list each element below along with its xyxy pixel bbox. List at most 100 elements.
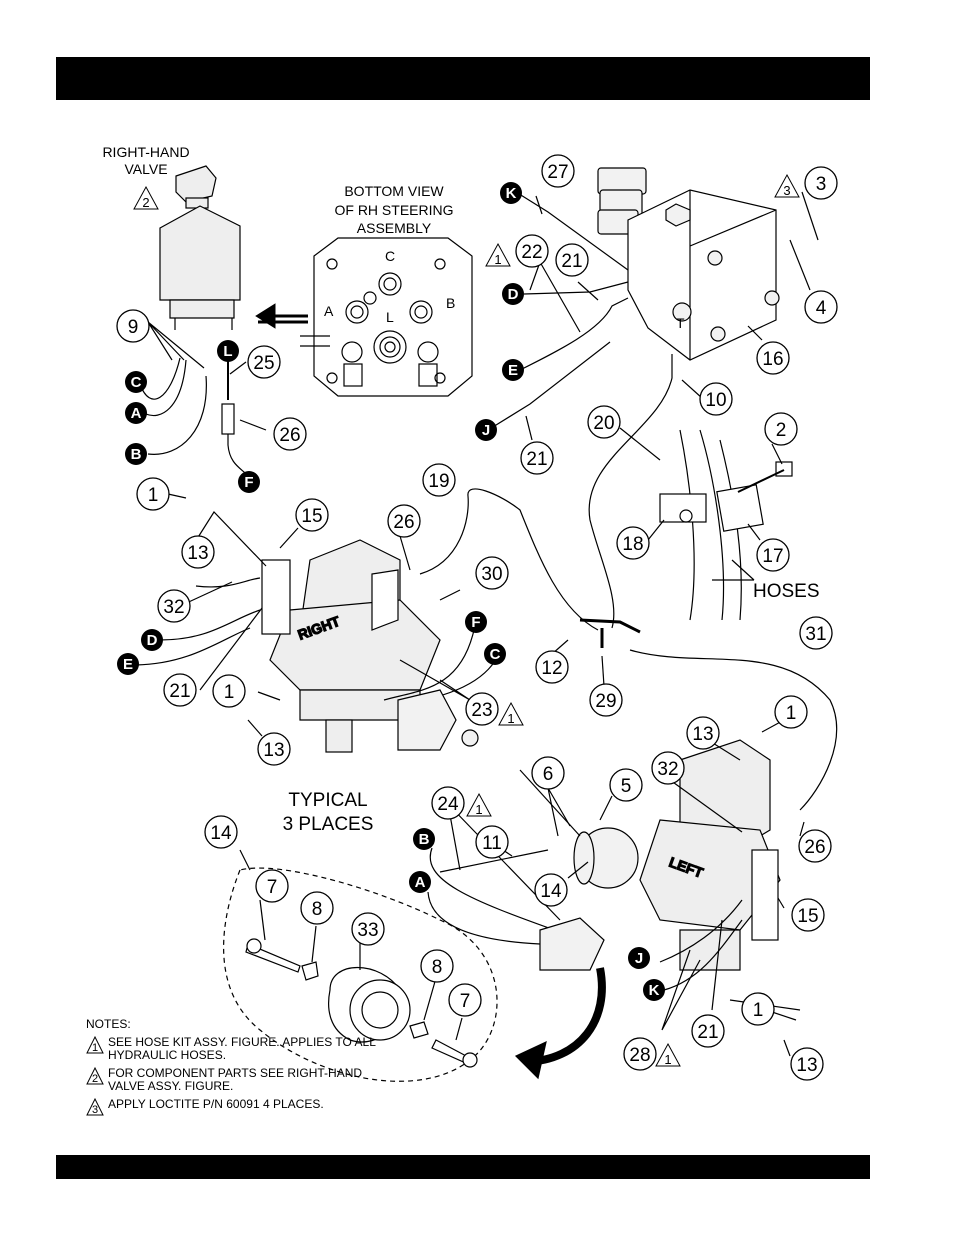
callout-25: 25 — [247, 345, 281, 379]
callout-32: 32 — [157, 589, 191, 623]
svg-text:RIGHT-HAND: RIGHT-HAND — [102, 144, 189, 160]
svg-text:1: 1 — [753, 1000, 764, 1021]
hose-marker-E: E — [502, 359, 524, 381]
motor-23-drawing — [397, 689, 479, 751]
svg-text:3: 3 — [92, 1104, 98, 1116]
svg-text:2: 2 — [142, 195, 149, 210]
svg-text:B: B — [419, 831, 430, 848]
svg-text:33: 33 — [357, 920, 378, 941]
svg-text:21: 21 — [561, 251, 582, 272]
svg-text:1: 1 — [224, 682, 235, 703]
svg-text:28: 28 — [629, 1045, 650, 1066]
callout-1: 1 — [741, 992, 775, 1026]
callout-8: 8 — [420, 949, 454, 983]
port-label-c: C — [385, 248, 395, 264]
svg-text:12: 12 — [541, 658, 562, 679]
svg-text:ASSEMBLY: ASSEMBLY — [357, 220, 432, 236]
svg-text:2: 2 — [92, 1073, 98, 1085]
svg-text:11: 11 — [482, 833, 502, 854]
svg-text:1: 1 — [475, 802, 482, 817]
note-text: APPLY LOCTITE P/N 60091 4 PLACES. — [108, 1097, 324, 1111]
svg-text:26: 26 — [393, 512, 414, 533]
callout-13: 13 — [181, 535, 215, 569]
svg-text:3: 3 — [783, 183, 790, 198]
svg-text:18: 18 — [622, 534, 643, 555]
callout-6: 6 — [531, 756, 565, 790]
svg-text:14: 14 — [540, 881, 562, 902]
svg-text:31: 31 — [805, 624, 826, 645]
callout-23: 23 — [465, 692, 499, 726]
svg-text:1: 1 — [148, 485, 159, 506]
bottom-view-port-labels: C A B L T — [324, 248, 685, 331]
svg-text:21: 21 — [697, 1022, 718, 1043]
hose-marker-K: K — [643, 979, 665, 1001]
port-label-t: T — [676, 315, 685, 331]
callout-9: 9 — [116, 309, 150, 343]
callout-21: 21 — [520, 441, 554, 475]
svg-text:3 PLACES: 3 PLACES — [283, 814, 374, 835]
svg-text:25: 25 — [253, 353, 274, 374]
svg-text:10: 10 — [705, 390, 726, 411]
hose-marker-J: J — [628, 947, 650, 969]
svg-text:TYPICAL: TYPICAL — [288, 790, 367, 811]
svg-text:16: 16 — [762, 349, 783, 370]
callout-14: 14 — [204, 815, 238, 849]
port-label-l: L — [386, 309, 394, 325]
callout-1: 1 — [212, 674, 246, 708]
svg-text:8: 8 — [312, 899, 323, 920]
svg-text:21: 21 — [526, 449, 547, 470]
notes-title: NOTES: — [86, 1017, 131, 1031]
callout-20: 20 — [587, 405, 621, 439]
svg-text:1: 1 — [507, 711, 514, 726]
callout-10: 10 — [699, 382, 733, 416]
svg-text:32: 32 — [657, 759, 678, 780]
svg-text:6: 6 — [543, 764, 554, 785]
callout-26: 26 — [387, 504, 421, 538]
note-3-flag-icon: 3 — [86, 1098, 104, 1116]
note-flag-1: 1 — [498, 701, 524, 726]
footer-bar — [56, 1155, 870, 1179]
caption-bottom-view: BOTTOM VIEW OF RH STEERING ASSEMBLY — [334, 183, 453, 236]
svg-text:30: 30 — [481, 564, 502, 585]
note-text: FOR COMPONENT PARTS SEE RIGHT-HAND VALVE… — [108, 1066, 363, 1093]
svg-text:29: 29 — [595, 691, 616, 712]
caption-hoses: HOSES — [753, 581, 820, 602]
callout-24: 24 — [431, 786, 465, 820]
callout-5: 5 — [609, 768, 643, 802]
svg-text:F: F — [244, 474, 253, 491]
svg-text:A: A — [131, 405, 142, 422]
rh-steering-assembly-drawing — [261, 539, 441, 753]
callout-28: 28 — [623, 1037, 657, 1071]
notes-panel: NOTES: 1 SEE HOSE KIT ASSY. FIGURE. APPL… — [86, 1017, 386, 1117]
callout-4: 4 — [804, 290, 838, 324]
hose-clamp-drawing — [659, 429, 793, 621]
hose-marker-D: D — [141, 629, 163, 651]
callout-17: 17 — [756, 538, 790, 572]
svg-text:21: 21 — [169, 681, 190, 702]
hose-marker-B: B — [413, 828, 435, 850]
callout-13: 13 — [686, 716, 720, 750]
svg-text:32: 32 — [163, 597, 184, 618]
callout-18: 18 — [616, 526, 650, 560]
callout-14: 14 — [534, 873, 568, 907]
svg-text:1: 1 — [494, 252, 501, 267]
svg-text:8: 8 — [432, 957, 443, 978]
note-item: 1 SEE HOSE KIT ASSY. FIGURE. APPLIES TO … — [86, 1036, 386, 1062]
hose-marker-K: K — [500, 182, 522, 204]
callout-21: 21 — [555, 243, 589, 277]
valve-manifold-drawing — [597, 167, 780, 361]
svg-text:4: 4 — [816, 298, 827, 319]
svg-text:13: 13 — [692, 724, 713, 745]
callout-26: 26 — [798, 829, 832, 863]
svg-text:26: 26 — [804, 837, 825, 858]
hose-marker-A: A — [125, 402, 147, 424]
hose-marker-F: F — [238, 471, 260, 493]
svg-text:C: C — [490, 646, 501, 663]
callout-3: 3 — [804, 166, 838, 200]
note-2-flag-icon: 2 — [86, 1067, 104, 1085]
callout-33: 33 — [351, 912, 385, 946]
svg-text:K: K — [649, 982, 660, 999]
callout-7: 7 — [255, 869, 289, 903]
